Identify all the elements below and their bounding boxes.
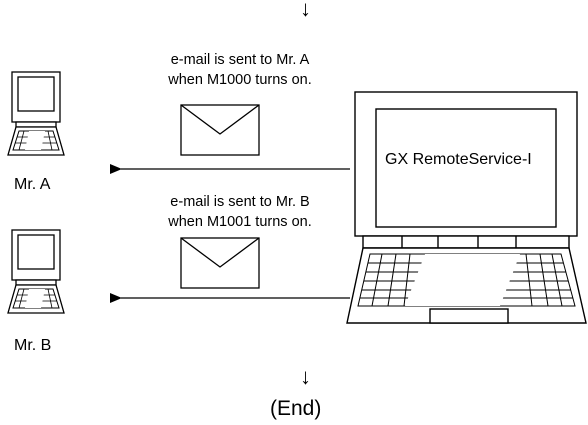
recipient-a-laptop-icon [7, 71, 65, 156]
message-b-line1: e-mail is sent to Mr. B [170, 194, 310, 210]
top-flow-arrow: ↓ [300, 0, 311, 21]
recipient-b-name: Mr. B [14, 337, 52, 354]
server-laptop-icon [346, 91, 587, 324]
bottom-flow-arrow: ↓ [300, 364, 311, 389]
message-b-text: e-mail is sent to Mr. B when M1001 turns… [140, 192, 340, 232]
end-label: (End) [270, 397, 322, 420]
recipient-a-name: Mr. A [14, 176, 51, 193]
message-a-line2: when M1000 turns on. [168, 72, 312, 88]
message-b-line2: when M1001 turns on. [168, 214, 312, 230]
email-a-envelope-icon [180, 104, 260, 156]
message-a-text: e-mail is sent to Mr. A when M1000 turns… [140, 50, 340, 90]
email-b-envelope-icon [180, 237, 260, 289]
recipient-b-laptop-icon [7, 229, 65, 314]
message-a-line1: e-mail is sent to Mr. A [170, 52, 310, 68]
server-screen-label: GX RemoteService-I [385, 151, 532, 168]
